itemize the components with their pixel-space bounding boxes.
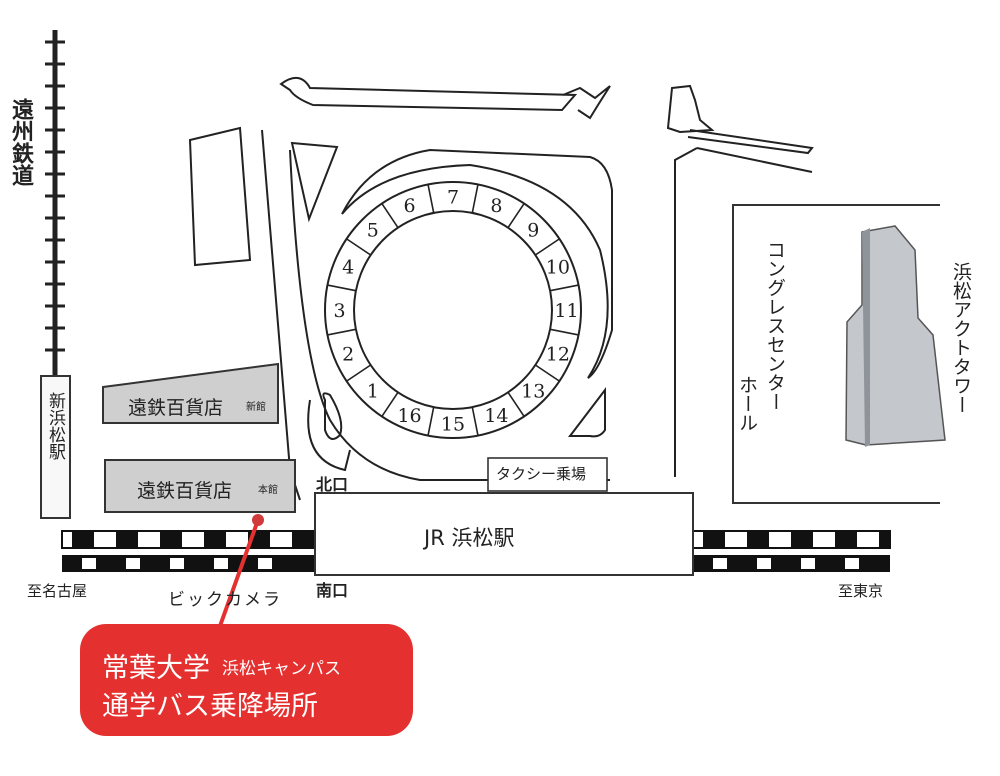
platform-divider [427,406,435,436]
platform-divider [471,406,479,436]
platform-number-8: 8 [490,195,502,217]
platform-divider [381,391,399,417]
act-tower-edge [862,228,870,447]
ring-inner [353,210,553,410]
platform-divider [534,364,560,382]
platform-number-1: 1 [367,380,379,402]
track-gap [713,558,727,569]
platform-divider [381,203,399,229]
track-block [791,532,813,547]
platform-number-3: 3 [333,300,345,322]
track-gap [214,558,228,569]
track-block [879,532,890,547]
bus-stop-marker [252,514,264,526]
platform-divider [534,238,560,256]
dept-store-new-label: 遠鉄百貨店 [128,397,224,419]
dept-store-main-building [104,459,296,513]
platform-number-2: 2 [342,343,354,365]
act-tower-label: 浜松アクトタワー [950,262,972,414]
enshu-railway-label: 遠州鉄道 [8,98,33,186]
jr-station-building [314,492,694,576]
track-lower [693,555,890,572]
shin-hamamatsu-station-label: 新浜松駅 [45,392,65,460]
track-gap [258,558,272,569]
platform-number-14: 14 [484,405,508,427]
jr-station-label: JR 浜松駅 [424,526,515,550]
platform-divider [427,184,435,214]
enshu-railway-line [45,30,65,376]
congress-center-outline [732,204,940,504]
track-block [116,532,138,547]
act-tower-shape [845,225,946,446]
bic-camera-label: ビックカメラ [168,590,282,610]
jr-tracks [61,530,891,572]
dept-store-new-wing: 新館 [246,402,266,413]
dept-store-new-building [102,362,279,424]
callout-campus: 浜松キャンパス [222,659,341,679]
track-gap [170,558,184,569]
platform-divider [327,284,357,292]
track-block [72,532,94,547]
track-block [204,532,226,547]
platform-divider [507,391,525,417]
callout-bus-stop: 通学バス乗降場所 [102,691,318,722]
track-block [703,532,725,547]
platform-number-13: 13 [521,380,545,402]
platform-divider [346,238,372,256]
platform-number-12: 12 [546,343,570,365]
track-lower [62,555,315,572]
platform-divider [327,328,357,336]
shin-hamamatsu-station-building [40,375,71,519]
platform-number-10: 10 [546,257,570,279]
track-gap [82,558,96,569]
south-exit-label: 南口 [316,581,349,600]
track-block [160,532,182,547]
dept-store-main-label: 遠鉄百貨店 [137,480,233,502]
platform-number-5: 5 [367,220,379,242]
track-block [292,532,314,547]
callout-pointer-line [218,519,260,627]
track-gap [801,558,815,569]
platform-number-9: 9 [527,220,539,242]
platform-divider [549,328,579,336]
to-nagoya-label: 至名古屋 [27,582,88,600]
track-upper [61,530,316,549]
bus-stop-callout: 常葉大学 浜松キャンパス 通学バス乗降場所 [80,624,413,736]
taxi-stand-label: タクシー乗場 [496,465,587,483]
platform-divider [471,184,479,214]
taxi-stand-box [487,457,608,492]
platform-number-15: 15 [441,414,465,436]
platform-divider [346,364,372,382]
platform-divider [507,203,525,229]
dept-store-main-wing: 本館 [258,485,278,496]
to-tokyo-label: 至東京 [838,582,884,600]
track-block [747,532,769,547]
track-gap [757,558,771,569]
platform-divider [549,284,579,292]
platform-number-11: 11 [554,300,578,322]
congress-center-label: コングレスセンター [764,240,786,411]
congress-hall-label: ホール [736,375,758,432]
platform-number-16: 16 [397,405,421,427]
callout-university: 常葉大学 [102,653,210,684]
platform-number-4: 4 [342,257,354,279]
roads [188,77,814,501]
north-exit-label: 北口 [316,475,349,494]
track-gap [126,558,140,569]
platform-number-7: 7 [447,187,459,209]
platform-number-6: 6 [404,195,416,217]
track-gap [845,558,859,569]
track-block [835,532,857,547]
